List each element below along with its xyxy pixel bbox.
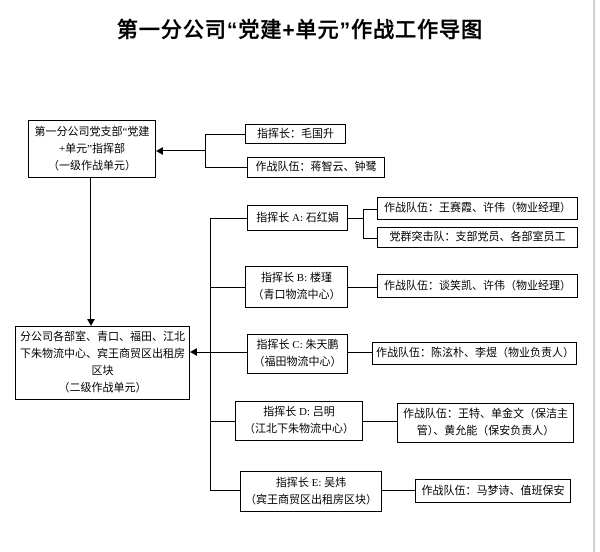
connector-d-team	[363, 421, 397, 422]
team-d-text: 作战队伍：王特、单金文（保洁主管）、黄允能（保安负责人）	[403, 408, 568, 437]
team-box-a-2: 党群突击队：支部党员、各部室员工	[377, 227, 578, 248]
arrowhead-into-hq	[156, 147, 163, 155]
connector-branch-b	[211, 287, 245, 288]
team-box-c: 作战队伍：陈泫朴、李煜（物业负责人）	[372, 342, 577, 365]
connector-secondary-spine	[197, 352, 211, 353]
connector-hq-commander	[205, 134, 245, 135]
commander-box-d: 指挥长 D: 吕明 （江北下朱物流中心）	[235, 401, 363, 441]
commander-b-text: 指挥长 B: 楼瑾	[261, 272, 332, 284]
team-box-e: 作战队伍：马梦诗、值班保安	[415, 479, 571, 503]
hq-commander-text: 指挥长：毛国升	[257, 127, 334, 140]
connector-branch-c	[211, 352, 247, 353]
commander-b-location: （青口物流中心）	[252, 289, 341, 301]
commander-e-text: 指挥长 E: 吴炜	[275, 476, 347, 489]
team-box-a-1: 作战队伍：王赛霞、许伟（物业经理）	[377, 197, 578, 220]
commander-e-location: （宾王商贸区出租房区块）	[245, 493, 377, 506]
commander-box-e: 指挥长 E: 吴炜 （宾王商贸区出租房区块）	[240, 471, 382, 512]
team-box-b: 作战队伍：谈笑凯、许伟（物业经理）	[377, 274, 578, 298]
page-edge-line	[593, 0, 595, 552]
commander-box-b: 指挥长 B: 楼瑾 （青口物流中心）	[245, 266, 348, 308]
connector-hq-team	[205, 167, 247, 168]
connector-a-team2	[363, 238, 377, 239]
hq-team-box: 作战队伍：蒋智云、钟鹭	[247, 157, 385, 178]
connector-branch-e	[211, 490, 240, 491]
connector-c-team	[348, 352, 372, 353]
connector-branch-d	[211, 421, 235, 422]
connector-hq-secondary	[90, 178, 91, 320]
commander-d-location: （江北下朱物流中心）	[244, 423, 354, 435]
connector-a-team1	[363, 209, 377, 210]
commander-a-text: 指挥长 A: 石红娟	[256, 211, 339, 224]
team-a-1-text: 作战队伍：王赛霞、许伟（物业经理）	[384, 202, 571, 214]
commander-c-text: 指挥长 C: 朱天鹏	[256, 339, 339, 351]
hq-box-text: 第一分公司党支部“党建+单元”指挥部	[34, 125, 150, 155]
connector-a-bracket	[363, 209, 364, 239]
commander-box-c: 指挥长 C: 朱天鹏 （福田物流中心）	[247, 334, 348, 374]
commander-d-text: 指挥长 D: 吕明	[263, 406, 335, 418]
commander-c-location: （福田物流中心）	[253, 356, 342, 368]
connector-a-stem	[348, 218, 363, 219]
team-a-2-text: 党群突击队：支部党员、各部室员工	[389, 231, 566, 243]
team-e-text: 作战队伍：马梦诗、值班保安	[421, 484, 565, 497]
secondary-unit-text: 分公司各部室、青口、福田、江北下朱物流中心、宾王商贸区出租房区块	[20, 331, 185, 377]
connector-hq-bracket	[205, 134, 206, 168]
secondary-unit-box: 分公司各部室、青口、福田、江北下朱物流中心、宾王商贸区出租房区块 （二级作战单元…	[15, 326, 190, 400]
hq-box: 第一分公司党支部“党建+单元”指挥部 （一级作战单元）	[28, 120, 156, 178]
connector-branch-a	[211, 218, 247, 219]
connector-spine	[210, 218, 211, 491]
commander-box-a: 指挥长 A: 石红娟	[247, 205, 348, 231]
diagram-title: 第一分公司“党建+单元”作战工作导图	[116, 19, 484, 42]
team-b-text: 作战队伍：谈笑凯、许伟（物业经理）	[384, 279, 571, 292]
secondary-unit-subtext: （二级作战单元）	[58, 382, 147, 394]
team-c-text: 作战队伍：陈泫朴、李煜（物业负责人）	[376, 347, 574, 359]
connector-b-team	[348, 287, 377, 288]
arrowhead-into-secondary-top	[87, 319, 95, 326]
hq-team-text: 作战队伍：蒋智云、钟鹭	[255, 161, 377, 173]
hq-box-subtext: （一级作战单元）	[48, 159, 136, 172]
connector-hq-horizontal	[163, 150, 205, 151]
arrowhead-into-secondary-right	[190, 348, 197, 356]
hq-commander-box: 指挥长：毛国升	[245, 124, 346, 144]
team-box-d: 作战队伍：王特、单金文（保洁主管）、黄允能（保安负责人）	[397, 403, 574, 443]
connector-e-team	[382, 490, 415, 491]
